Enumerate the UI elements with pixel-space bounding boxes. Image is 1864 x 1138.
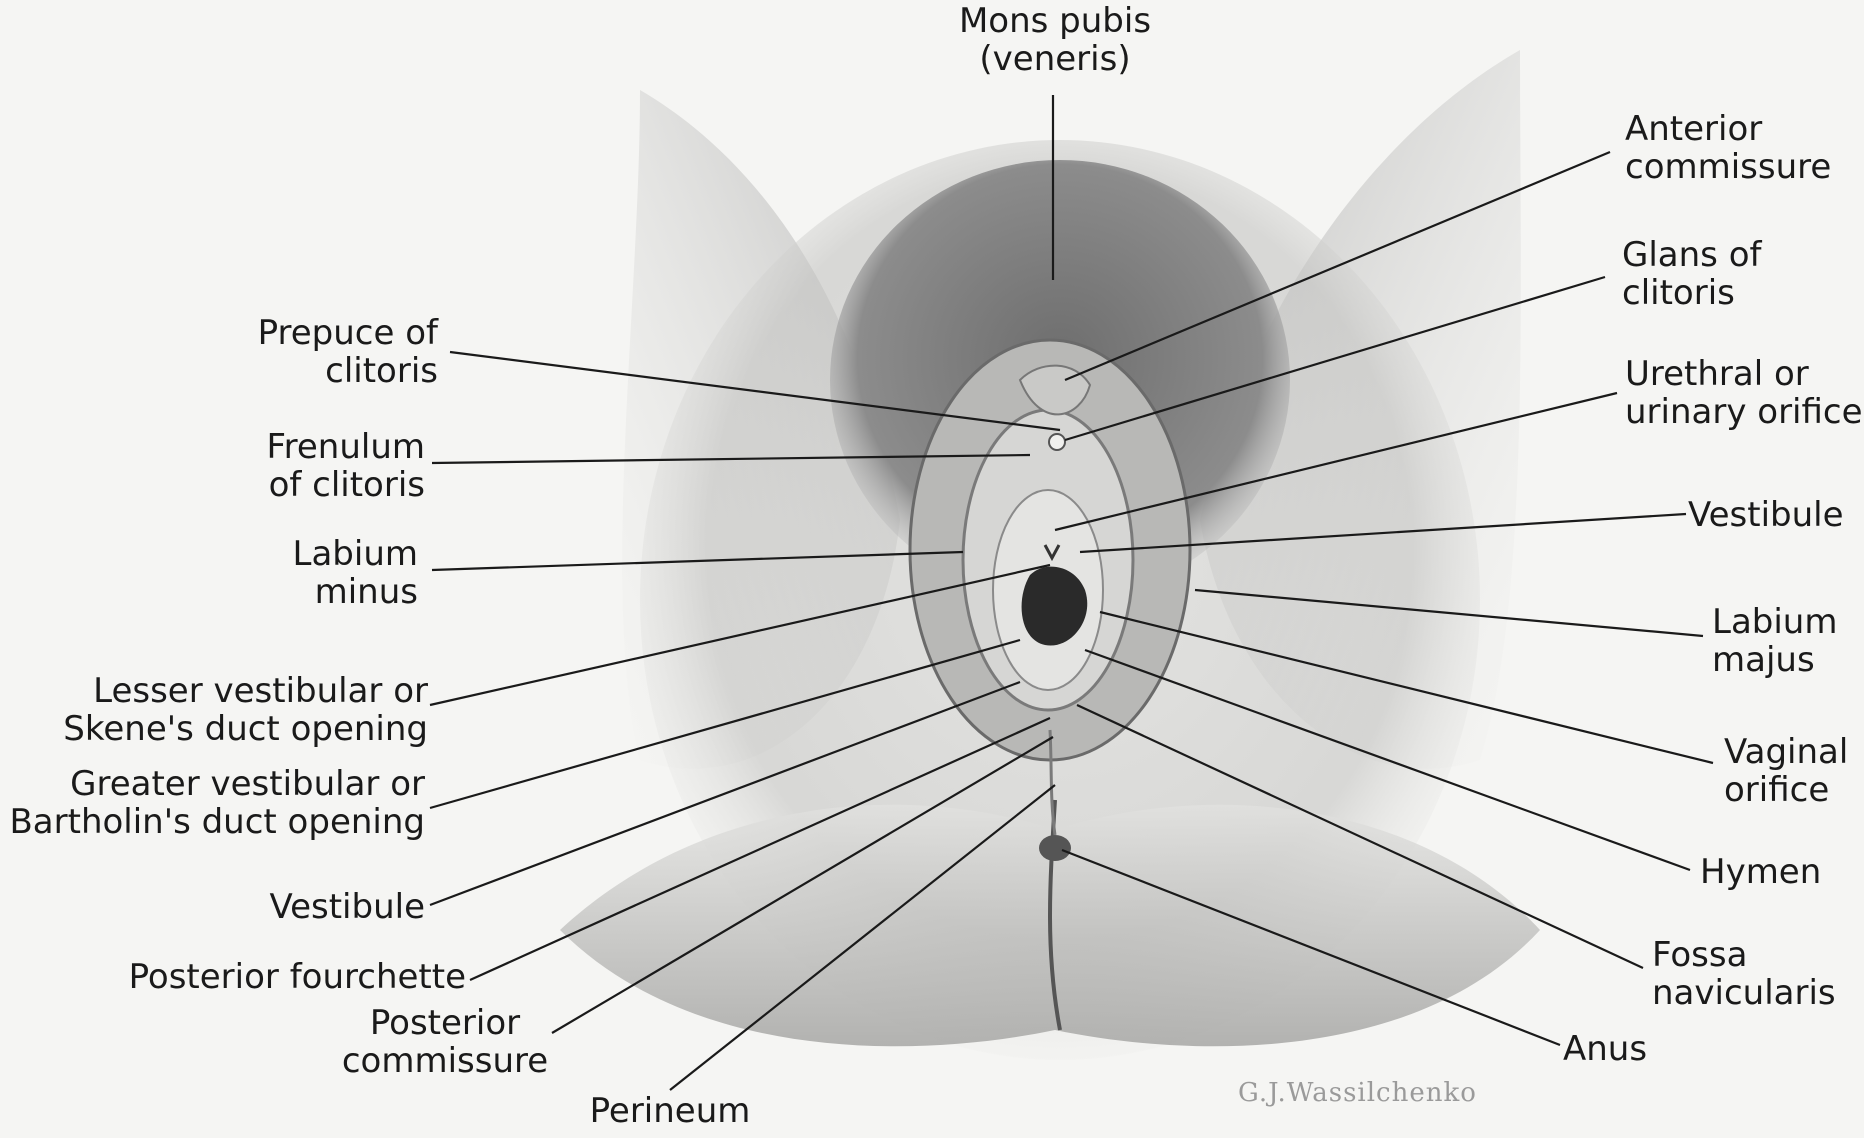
anus-shape bbox=[1039, 835, 1071, 861]
label-posterior-fourchette: Posterior fourchette bbox=[100, 958, 466, 996]
label-mons-pubis: Mons pubis(veneris) bbox=[905, 2, 1205, 78]
glans-shape bbox=[1049, 434, 1065, 450]
label-hymen: Hymen bbox=[1700, 853, 1821, 891]
label-vestibule-left: Vestibule bbox=[180, 888, 425, 926]
illustration bbox=[560, 50, 1540, 1060]
label-anus: Anus bbox=[1563, 1030, 1647, 1068]
label-vestibule-right: Vestibule bbox=[1688, 496, 1844, 534]
artist-signature: G.J.Wassilchenko bbox=[1238, 1078, 1477, 1108]
label-perineum: Perineum bbox=[570, 1092, 770, 1130]
